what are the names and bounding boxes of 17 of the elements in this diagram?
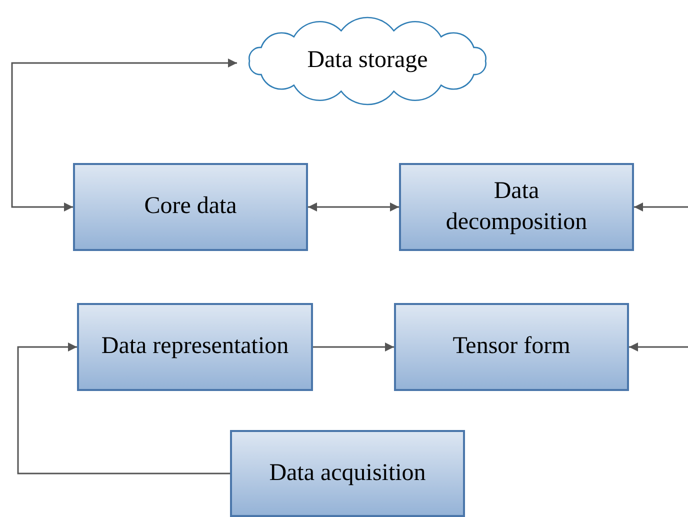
process-box — [73, 163, 308, 251]
node-label: Core data — [143, 192, 238, 222]
arrow — [634, 202, 688, 212]
arrow — [11, 58, 237, 212]
process-box — [230, 430, 465, 517]
node-label: Tensor form — [452, 332, 572, 362]
process-box — [77, 303, 313, 391]
node-label: Data representation — [100, 332, 290, 362]
arrow — [629, 342, 688, 352]
process-box — [394, 303, 629, 391]
node-label: Data acquisition — [268, 458, 427, 488]
node-label: Data storage — [306, 46, 429, 76]
arrow — [313, 342, 394, 352]
process-box — [399, 163, 634, 251]
node-label: Data decomposition — [444, 176, 588, 237]
arrow — [308, 202, 399, 212]
arrow — [17, 342, 230, 474]
